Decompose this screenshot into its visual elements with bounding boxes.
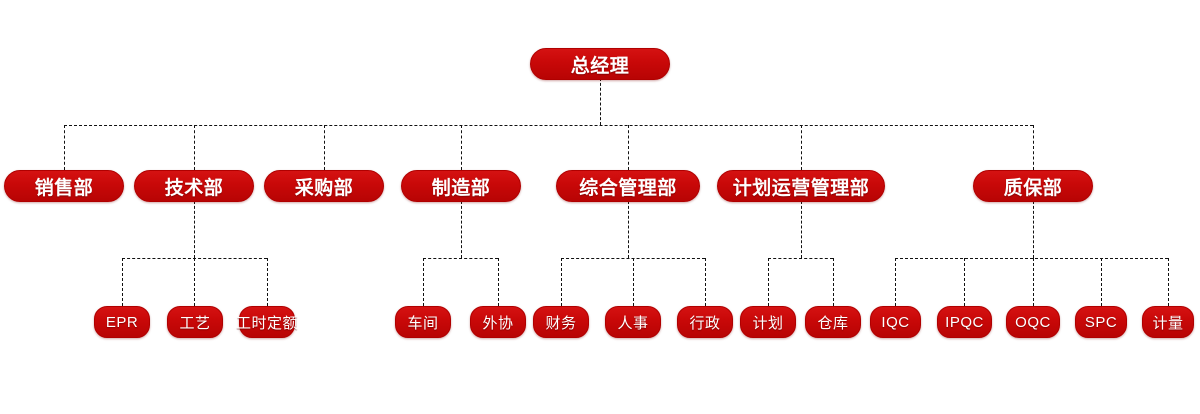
node-outsourcing-unit[interactable]: 外协 bbox=[470, 306, 526, 338]
node-outsourcing-unit-label: 外协 bbox=[482, 314, 514, 332]
node-planning-ops-dept[interactable]: 计划运营管理部 bbox=[717, 170, 885, 202]
connector-main-bus bbox=[64, 125, 1033, 126]
node-ipqc-unit-label: IPQC bbox=[945, 313, 984, 331]
connector-drop-quota bbox=[267, 258, 268, 306]
node-purchasing-dept[interactable]: 采购部 bbox=[264, 170, 384, 202]
connector-stem-tech bbox=[194, 201, 195, 258]
node-metrology-unit-label: 计量 bbox=[1152, 314, 1184, 332]
connector-drop-warehouse bbox=[833, 258, 834, 306]
connector-drop-metrology bbox=[1168, 258, 1169, 306]
node-oqc-unit[interactable]: OQC bbox=[1006, 306, 1060, 338]
connector-drop-outsourcing bbox=[498, 258, 499, 306]
node-tech-dept[interactable]: 技术部 bbox=[134, 170, 254, 202]
node-iqc-unit-label: IQC bbox=[881, 313, 910, 331]
connector-drop-oqc bbox=[1033, 258, 1034, 306]
connector-drop-manufacturing bbox=[461, 125, 462, 170]
node-spc-unit[interactable]: SPC bbox=[1075, 306, 1127, 338]
node-warehouse-unit-label: 仓库 bbox=[817, 314, 849, 332]
node-work-hour-quota-unit[interactable]: 工时定额 bbox=[235, 306, 299, 338]
connector-stem-qa bbox=[1033, 201, 1034, 258]
node-ipqc-unit[interactable]: IPQC bbox=[937, 306, 992, 338]
node-qa-dept[interactable]: 质保部 bbox=[973, 170, 1093, 202]
connector-bus-tech bbox=[122, 258, 267, 259]
connector-drop-hr bbox=[633, 258, 634, 306]
node-sales-dept[interactable]: 销售部 bbox=[4, 170, 124, 202]
node-oqc-unit-label: OQC bbox=[1015, 313, 1051, 331]
connector-drop-tech bbox=[194, 125, 195, 170]
connector-drop-administration bbox=[705, 258, 706, 306]
node-administration-unit-label: 行政 bbox=[689, 314, 721, 332]
connector-drop-sales bbox=[64, 125, 65, 170]
connector-root-stem bbox=[600, 78, 601, 125]
connector-drop-finance bbox=[561, 258, 562, 306]
node-finance-unit-label: 财务 bbox=[545, 314, 577, 332]
connector-bus-qa bbox=[895, 258, 1168, 259]
node-workshop-unit[interactable]: 车间 bbox=[395, 306, 451, 338]
node-planning-unit[interactable]: 计划 bbox=[740, 306, 796, 338]
node-workshop-unit-label: 车间 bbox=[407, 314, 439, 332]
node-epr-unit-label: EPR bbox=[105, 313, 139, 331]
node-qa-dept-label: 质保部 bbox=[1003, 177, 1063, 199]
node-manufacturing-dept-label: 制造部 bbox=[431, 177, 491, 199]
node-craft-unit[interactable]: 工艺 bbox=[167, 306, 223, 338]
connector-drop-qa bbox=[1033, 125, 1034, 170]
node-general-manager-label: 总经理 bbox=[570, 55, 630, 77]
node-manufacturing-dept[interactable]: 制造部 bbox=[401, 170, 521, 202]
connector-drop-craft bbox=[194, 258, 195, 306]
connector-drop-planning-ops bbox=[801, 125, 802, 170]
node-iqc-unit[interactable]: IQC bbox=[870, 306, 921, 338]
node-metrology-unit[interactable]: 计量 bbox=[1142, 306, 1194, 338]
node-general-manager[interactable]: 总经理 bbox=[530, 48, 670, 80]
node-warehouse-unit[interactable]: 仓库 bbox=[805, 306, 861, 338]
connector-drop-purchasing bbox=[324, 125, 325, 170]
connector-stem-general-admin bbox=[628, 201, 629, 258]
connector-drop-epr bbox=[122, 258, 123, 306]
node-hr-unit-label: 人事 bbox=[617, 314, 649, 332]
node-hr-unit[interactable]: 人事 bbox=[605, 306, 661, 338]
node-planning-ops-dept-label: 计划运营管理部 bbox=[732, 177, 870, 199]
node-general-admin-dept[interactable]: 综合管理部 bbox=[556, 170, 700, 202]
node-planning-unit-label: 计划 bbox=[752, 314, 784, 332]
connector-drop-spc bbox=[1101, 258, 1102, 306]
node-administration-unit[interactable]: 行政 bbox=[677, 306, 733, 338]
connector-bus-manufacturing bbox=[423, 258, 498, 259]
connector-bus-general-admin bbox=[561, 258, 705, 259]
node-sales-dept-label: 销售部 bbox=[34, 177, 94, 199]
connector-drop-iqc bbox=[895, 258, 896, 306]
connector-bus-planning-ops bbox=[768, 258, 833, 259]
connector-drop-general-admin bbox=[628, 125, 629, 170]
connector-drop-workshop bbox=[423, 258, 424, 306]
node-spc-unit-label: SPC bbox=[1084, 313, 1118, 331]
node-finance-unit[interactable]: 财务 bbox=[533, 306, 589, 338]
node-craft-unit-label: 工艺 bbox=[179, 314, 211, 332]
node-work-hour-quota-unit-label: 工时定额 bbox=[235, 314, 299, 332]
connector-drop-ipqc bbox=[964, 258, 965, 306]
node-epr-unit[interactable]: EPR bbox=[94, 306, 150, 338]
node-purchasing-dept-label: 采购部 bbox=[294, 177, 354, 199]
connector-drop-planning bbox=[768, 258, 769, 306]
connector-stem-manufacturing bbox=[461, 201, 462, 258]
node-general-admin-dept-label: 综合管理部 bbox=[579, 177, 677, 199]
node-tech-dept-label: 技术部 bbox=[164, 177, 224, 199]
connector-stem-planning-ops bbox=[801, 201, 802, 258]
